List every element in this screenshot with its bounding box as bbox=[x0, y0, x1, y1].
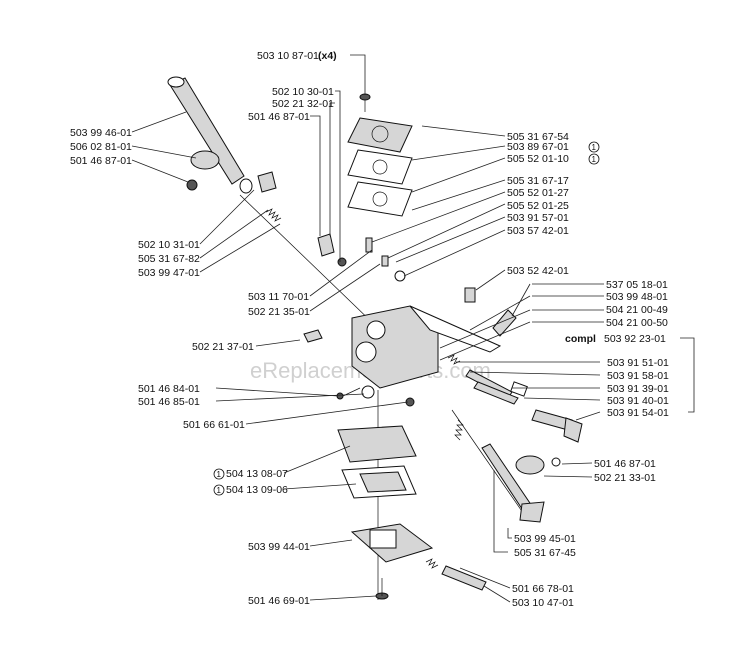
label-503-11-70-01: 503 11 70-01 bbox=[248, 291, 309, 303]
label-504-13-08-07: 504 13 08-07 bbox=[226, 468, 288, 480]
throttle-return-lever bbox=[317, 233, 347, 267]
label-503-57-42-01: 503 57 42-01 bbox=[507, 225, 569, 237]
metering-lever bbox=[361, 385, 415, 407]
pump-cover-plate bbox=[347, 117, 413, 153]
label-503-91-57-01: 503 91 57-01 bbox=[507, 212, 569, 224]
label-503-99-46-01: 503 99 46-01 bbox=[70, 127, 132, 139]
pump-gasket bbox=[347, 181, 413, 217]
fuel-line-nipple bbox=[492, 309, 517, 337]
label-501-46-87-01-c: 501 46 87-01 bbox=[594, 458, 656, 470]
label-503-92-23-01: 503 92 23-01 bbox=[604, 333, 666, 345]
label-compl: compl bbox=[565, 333, 596, 345]
label-501-46-69-01: 501 46 69-01 bbox=[248, 595, 310, 607]
label-537-05-18-01: 537 05 18-01 bbox=[606, 279, 668, 291]
label-505-52-01-25: 505 52 01-25 bbox=[507, 200, 569, 212]
label-501-46-84-01: 501 46 84-01 bbox=[138, 383, 200, 395]
footnote-marker-1a: 1 bbox=[588, 141, 600, 153]
low-speed-needle bbox=[473, 381, 528, 405]
label-504-21-00-50: 504 21 00-50 bbox=[606, 317, 668, 329]
label-503-52-42-01: 503 52 42-01 bbox=[507, 265, 569, 277]
footnote-marker-1b: 1 bbox=[588, 153, 600, 165]
throttle-lever bbox=[167, 76, 245, 185]
choke-spring bbox=[454, 419, 464, 441]
footnote-marker-1c: 1 bbox=[213, 468, 225, 480]
label-505-31-67-54: 505 31 67-54 bbox=[507, 131, 569, 143]
needle-screw-small bbox=[365, 237, 406, 282]
top-cover-screw bbox=[359, 93, 371, 112]
throttle-screw bbox=[186, 179, 198, 191]
footnote-marker-1d: 1 bbox=[213, 484, 225, 496]
label-501-46-87-01-b: 501 46 87-01 bbox=[70, 155, 132, 167]
choke-shaft bbox=[481, 443, 545, 523]
label-504-21-00-49: 504 21 00-49 bbox=[606, 304, 668, 316]
label-505-52-01-10: 505 52 01-10 bbox=[507, 153, 569, 165]
label-qty-x4: (x4) bbox=[318, 50, 337, 62]
fuel-fitting bbox=[464, 287, 476, 303]
label-502-21-33-01: 502 21 33-01 bbox=[594, 472, 656, 484]
label-505-52-01-27: 505 52 01-27 bbox=[507, 187, 569, 199]
label-501-66-61-01: 501 66 61-01 bbox=[183, 419, 245, 431]
label-506-02-81-01: 506 02 81-01 bbox=[70, 141, 132, 153]
carburetor-body bbox=[351, 305, 502, 389]
svg-text:1: 1 bbox=[217, 470, 222, 479]
label-503-89-67-01: 503 89 67-01 bbox=[507, 141, 569, 153]
choke-plate bbox=[515, 455, 561, 475]
cover-screw bbox=[375, 578, 389, 600]
label-502-10-30-01: 502 10 30-01 bbox=[272, 86, 334, 98]
throttle-plate bbox=[190, 150, 220, 170]
metering-gasket bbox=[341, 465, 417, 499]
throttle-spring bbox=[265, 208, 282, 222]
label-503-99-45-01: 503 99 45-01 bbox=[514, 533, 576, 545]
label-503-10-87-01: 503 10 87-01 bbox=[257, 50, 319, 62]
label-502-21-37-01: 502 21 37-01 bbox=[192, 341, 254, 353]
leader-lines bbox=[131, 54, 695, 603]
label-502-21-35-01: 502 21 35-01 bbox=[248, 306, 310, 318]
idle-adjuster-lever bbox=[531, 409, 583, 443]
svg-text:1: 1 bbox=[592, 143, 597, 152]
svg-text:1: 1 bbox=[217, 486, 222, 495]
label-503-99-44-01: 503 99 44-01 bbox=[248, 541, 310, 553]
part-labels: 503 10 87-01 (x4) 502 10 30-01 502 21 32… bbox=[70, 50, 669, 609]
metering-cover bbox=[350, 523, 434, 563]
svg-text:1: 1 bbox=[592, 155, 597, 164]
label-503-10-47-01: 503 10 47-01 bbox=[512, 597, 574, 609]
label-502-10-31-01: 502 10 31-01 bbox=[138, 239, 200, 251]
choke-shaft-axis bbox=[451, 409, 529, 521]
throttle-stop-pin bbox=[303, 329, 323, 343]
label-503-99-48-01: 503 99 48-01 bbox=[606, 291, 668, 303]
throttle-bushing bbox=[239, 171, 277, 194]
label-503-91-39-01: 503 91 39-01 bbox=[607, 383, 669, 395]
label-503-91-58-01: 503 91 58-01 bbox=[607, 370, 669, 382]
label-503-91-40-01: 503 91 40-01 bbox=[607, 395, 669, 407]
label-504-13-09-06: 504 13 09-06 bbox=[226, 484, 288, 496]
throttle-shaft-axis bbox=[239, 194, 381, 331]
metering-diaphragm bbox=[337, 425, 417, 463]
label-502-21-32-01: 502 21 32-01 bbox=[272, 98, 334, 110]
label-501-46-87-01-a: 501 46 87-01 bbox=[248, 111, 310, 123]
idle-speed-screw bbox=[425, 558, 487, 591]
pump-diaphragm bbox=[347, 149, 413, 185]
label-505-31-67-82: 505 31 67-82 bbox=[138, 253, 200, 265]
label-501-46-85-01: 501 46 85-01 bbox=[138, 396, 200, 408]
label-503-91-51-01: 503 91 51-01 bbox=[607, 357, 669, 369]
label-503-99-47-01: 503 99 47-01 bbox=[138, 267, 200, 279]
label-505-31-67-45: 505 31 67-45 bbox=[514, 547, 576, 559]
label-503-91-54-01: 503 91 54-01 bbox=[607, 407, 669, 419]
label-505-31-67-17: 505 31 67-17 bbox=[507, 175, 569, 187]
label-501-66-78-01: 501 66 78-01 bbox=[512, 583, 574, 595]
inlet-needle-lever-screw bbox=[336, 387, 361, 400]
